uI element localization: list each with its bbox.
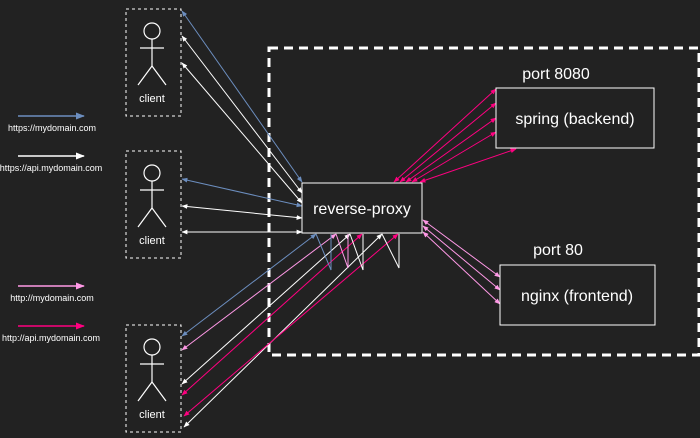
frontend-node: port 80 nginx (frontend) bbox=[499, 242, 656, 326]
client-frame bbox=[125, 150, 182, 259]
connectors-frontend bbox=[422, 219, 501, 305]
connector-http-api bbox=[181, 233, 363, 396]
connector-http-main bbox=[181, 233, 337, 351]
connector-http-main bbox=[422, 225, 501, 291]
reverse-proxy-box bbox=[301, 182, 423, 234]
reverse-proxy-label: reverse-proxy bbox=[313, 201, 411, 218]
client-node-1: client bbox=[125, 8, 182, 117]
client-label: client bbox=[139, 235, 165, 247]
stick-figure-icon bbox=[137, 338, 167, 402]
legend-item-http-mydomain: http://mydomain.com bbox=[10, 282, 94, 303]
client-label: client bbox=[139, 409, 165, 421]
backend-node: port 8080 spring (backend) bbox=[495, 66, 655, 149]
connector-http-api bbox=[399, 102, 497, 183]
proxy-loop-stubs bbox=[315, 233, 400, 271]
frontend-port-label: port 80 bbox=[533, 242, 583, 259]
frontend-box bbox=[499, 264, 656, 326]
legend-item-http-api: http://api.mydomain.com bbox=[2, 322, 100, 343]
connector-http-main bbox=[335, 233, 349, 269]
stick-figure-icon bbox=[137, 164, 167, 228]
stick-figure-icon bbox=[137, 22, 167, 86]
reverse-proxy-node: reverse-proxy bbox=[301, 182, 423, 234]
connector-https-main bbox=[315, 233, 332, 271]
connector-https-api bbox=[181, 233, 351, 385]
frontend-label: nginx (frontend) bbox=[521, 288, 633, 305]
legend-item-https-mydomain: https://mydomain.com bbox=[8, 112, 96, 133]
legend-item-https-api: https://api.mydomain.com bbox=[0, 152, 102, 173]
backend-port-label: port 8080 bbox=[522, 66, 590, 83]
connectors-client-2 bbox=[181, 177, 303, 235]
connectors-client-3 bbox=[181, 233, 399, 428]
client-frame bbox=[125, 8, 182, 117]
connector-https-api bbox=[181, 35, 303, 194]
backend-box bbox=[495, 87, 655, 149]
connector-http-api bbox=[405, 117, 497, 183]
client-frame bbox=[125, 324, 182, 433]
connector-http-main bbox=[422, 231, 501, 305]
connector-http-api bbox=[419, 148, 517, 183]
connector-https-api bbox=[349, 233, 364, 271]
connector-https-api bbox=[183, 233, 383, 428]
client-node-3: client bbox=[125, 324, 182, 433]
legend-label: http://mydomain.com bbox=[10, 293, 94, 303]
connector-https-api bbox=[181, 62, 303, 204]
connector-https-main bbox=[181, 10, 303, 183]
connector-https-main bbox=[181, 177, 303, 208]
legend-label: https://api.mydomain.com bbox=[0, 163, 102, 173]
client-label: client bbox=[139, 93, 165, 105]
backend-label: spring (backend) bbox=[515, 111, 634, 128]
connector-https-api bbox=[181, 204, 303, 220]
connector-http-api bbox=[393, 88, 497, 183]
legend-label: http://api.mydomain.com bbox=[2, 333, 100, 343]
client-node-2: client bbox=[125, 150, 182, 259]
connectors-client-1 bbox=[181, 10, 303, 204]
connector-http-api bbox=[411, 131, 497, 183]
connectors-backend bbox=[393, 88, 517, 183]
connector-https-api bbox=[381, 233, 400, 269]
connector-http-api bbox=[183, 233, 399, 417]
legend-label: https://mydomain.com bbox=[8, 123, 96, 133]
legend: https://mydomain.com https://api.mydomai… bbox=[0, 112, 102, 343]
